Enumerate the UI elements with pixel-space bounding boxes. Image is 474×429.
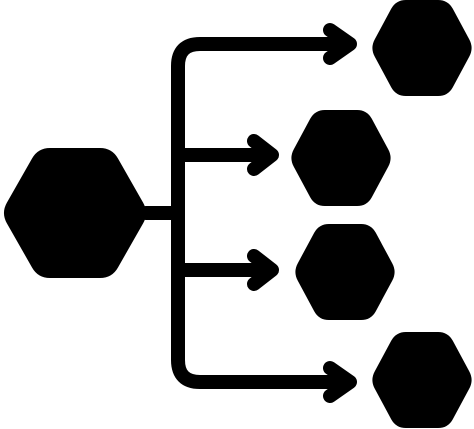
arrowhead-4-icon: [323, 361, 357, 403]
arrowhead-3-icon: [247, 249, 279, 291]
target-hexagon-1: [372, 0, 472, 96]
diagram-group: [3, 0, 472, 428]
arrowhead-1-icon: [323, 23, 357, 65]
arrowhead-2-icon: [247, 134, 279, 176]
target-hexagon-3: [295, 224, 395, 320]
target-hexagon-4: [372, 332, 472, 428]
target-hexagon-2: [291, 110, 391, 206]
source-hexagon: [3, 148, 147, 278]
trunk-line: [171, 37, 347, 389]
